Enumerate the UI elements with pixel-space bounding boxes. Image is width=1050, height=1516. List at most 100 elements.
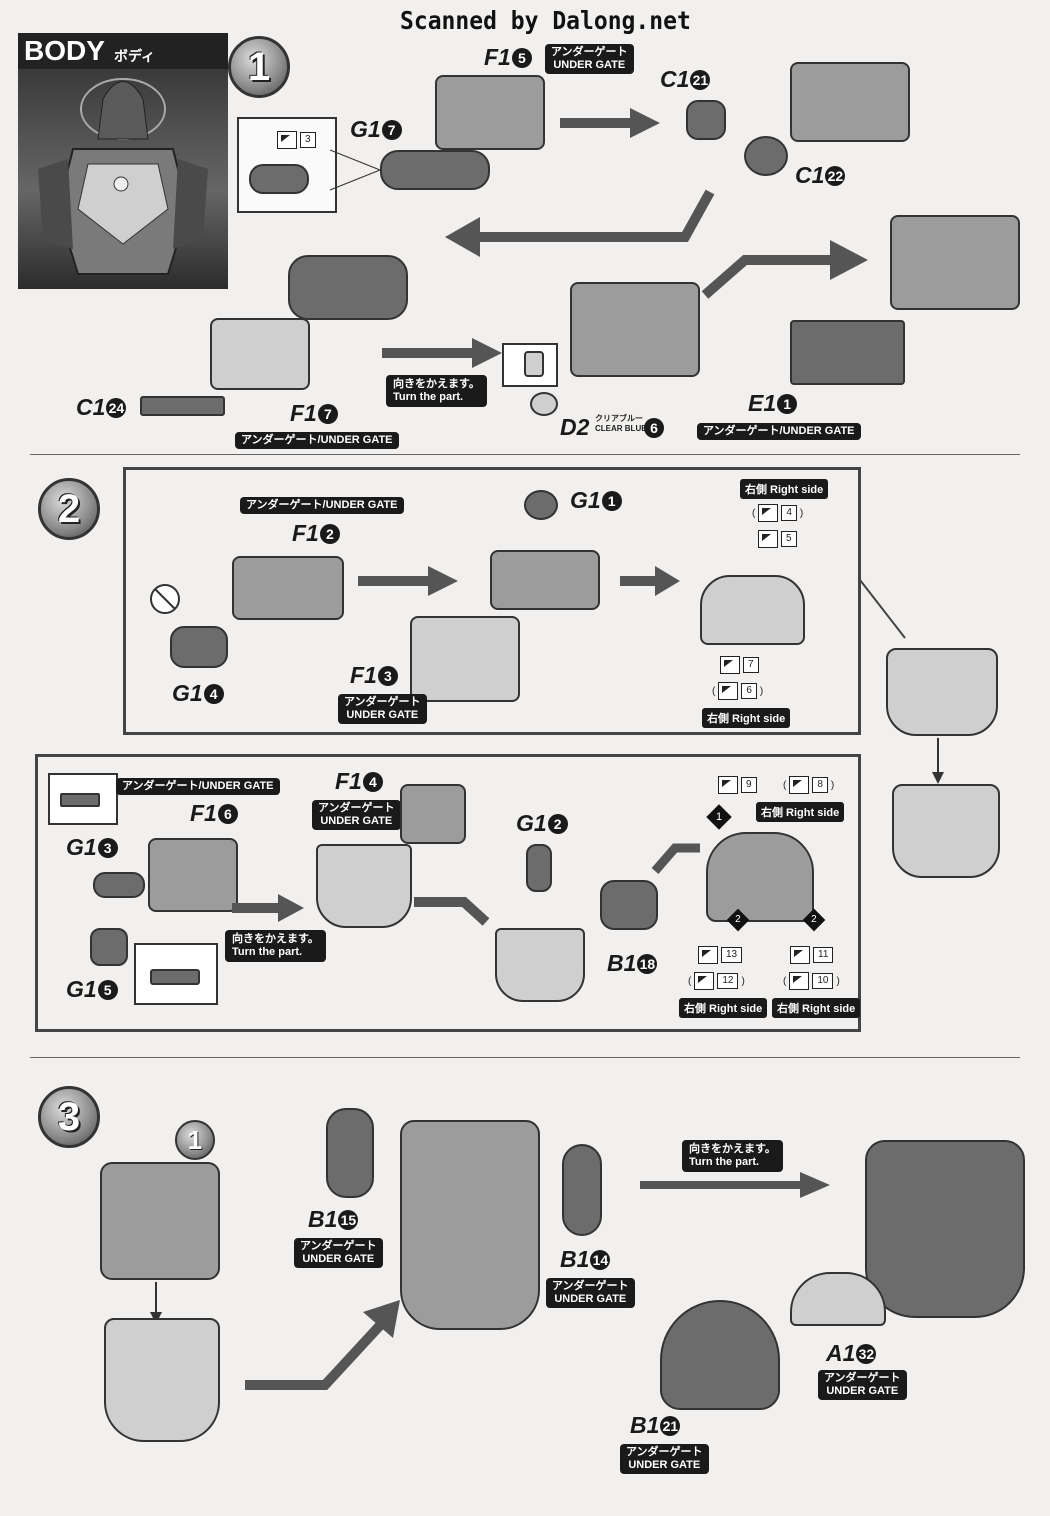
arrow-right-icon [358, 566, 458, 596]
arrow-right-icon [382, 338, 502, 368]
part-f12 [232, 556, 344, 620]
turn-note: 向きをかえます。Turn the part. [225, 930, 326, 962]
right-side-label: 右側 Right side [756, 802, 845, 822]
part-c124 [140, 396, 225, 416]
right-side-label: 右側 Right side [679, 998, 768, 1018]
arrow-right-icon [414, 897, 490, 926]
body-preview-image [18, 69, 228, 289]
arrow-right-icon [620, 566, 680, 596]
part-assembled-body-1 [570, 282, 700, 377]
part-chest-center [706, 832, 814, 922]
sticker-7: 7 [720, 656, 759, 674]
part-b115 [326, 1108, 374, 1198]
sticker-6: ( 6 ) [712, 682, 763, 700]
arrow-down-left-icon [445, 189, 715, 257]
part-body-assembled [400, 1120, 540, 1330]
part-step1-assembly [100, 1162, 220, 1280]
sticker-12: ( 12 ) [688, 972, 745, 990]
part-g17-detail [249, 164, 309, 194]
sticker-4: ( 4 ) [752, 504, 803, 522]
body-silhouette-icon [38, 78, 208, 275]
under-gate-tag: アンダーゲート/UNDER GATE [116, 778, 280, 795]
detail-box [134, 943, 218, 1005]
part-c121 [686, 100, 726, 140]
part-f12-assembled [490, 550, 600, 610]
sticker-13: 13 [698, 946, 743, 964]
part-e11 [790, 320, 905, 385]
arrow-right-icon [232, 894, 304, 922]
under-gate-tag: アンダーゲート/UNDER GATE [240, 497, 404, 514]
sticker-3: 3 [277, 131, 316, 149]
part-chest-final [892, 784, 1000, 878]
part-g13 [93, 872, 145, 898]
sticker-5: 5 [758, 530, 797, 548]
section-title-jp: ボディ [114, 48, 156, 64]
part-label-d2: D2 [560, 414, 590, 440]
no-cut-icon [150, 584, 180, 614]
part-f16 [148, 838, 238, 912]
part-g11 [524, 490, 558, 520]
sub-step-1-badge: 1 [175, 1120, 215, 1160]
part-chest-assembled [886, 648, 998, 736]
part-a132 [790, 1272, 886, 1326]
turn-note: 向きをかえます。Turn the part. [682, 1140, 783, 1172]
arrow-down-icon [932, 738, 944, 784]
section-title: BODY [24, 35, 105, 66]
callout-line [329, 149, 381, 191]
part-b114 [562, 1144, 602, 1236]
part-upper-frame [288, 255, 408, 320]
sticker-9: 9 [718, 776, 757, 794]
under-gate-tag: アンダーゲート/UNDER GATE [235, 432, 399, 449]
right-side-label: 右側 Right side [702, 708, 791, 728]
part-b118 [600, 880, 658, 930]
part-step2-assembly [104, 1318, 220, 1442]
part-f15-assembled [790, 62, 910, 142]
watermark: Scanned by Dalong.net [400, 6, 691, 35]
part-f15 [435, 75, 545, 150]
d2-runner-number: 6 [643, 414, 664, 441]
section-header: BODY ボディ [18, 33, 228, 69]
sticker-8: ( 8 ) [783, 776, 834, 794]
section-divider [30, 1057, 1020, 1058]
detail-box [502, 343, 558, 387]
part-f17 [210, 318, 310, 390]
arrow-up-right-icon [701, 240, 868, 299]
part-f14 [400, 784, 466, 844]
section-divider [30, 454, 1020, 455]
right-side-label: 右側 Right side [740, 479, 829, 499]
part-g12 [526, 844, 552, 892]
sticker-11: 11 [790, 946, 834, 964]
part-c122 [744, 136, 788, 176]
part-body-back [865, 1140, 1025, 1318]
step-3-badge: 3 [38, 1086, 100, 1148]
sticker-10: ( 10 ) [783, 972, 840, 990]
sticker-icon [277, 131, 297, 149]
part-g17 [380, 150, 490, 190]
arrow-right-icon [640, 1172, 830, 1198]
part-g14 [170, 626, 228, 668]
under-gate-tag: アンダーゲート/UNDER GATE [697, 423, 861, 440]
part-chest-lower [495, 928, 585, 1002]
part-g15 [90, 928, 128, 966]
